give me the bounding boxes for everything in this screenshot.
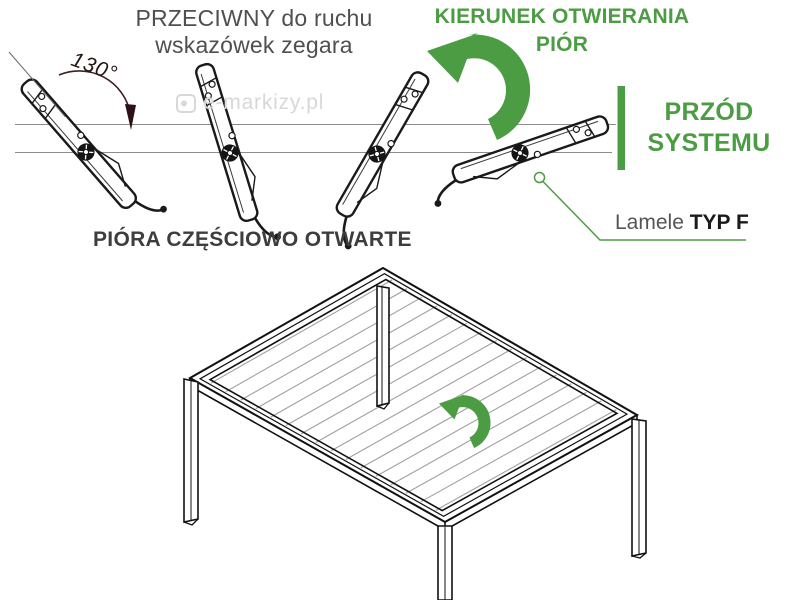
title-opening-direction-line1: KIERUNEK OTWIERANIA	[434, 5, 690, 28]
watermark-text: e-markizy.pl	[203, 91, 325, 114]
angle-arc	[58, 70, 136, 130]
pergola-frame	[183, 266, 647, 600]
pergola-back-post	[376, 285, 390, 410]
title-counterclockwise-line2: wskazówek zegara	[155, 32, 353, 58]
roof-louvers	[210, 279, 617, 511]
slat-cross-section-open-107	[193, 56, 284, 251]
front-system-label-line2: SYSTEMU	[647, 129, 771, 157]
slat-type-label: Lamele TYP F	[615, 211, 749, 235]
front-system-label-line1: PRZÓD	[664, 98, 754, 126]
title-opening-direction-line2: PIÓR	[535, 33, 589, 56]
title-counterclockwise: PRZECIWNY do ruchu wskazówek zegara	[118, 5, 390, 59]
slat-cross-section-closed	[423, 113, 617, 210]
pergola-front-leg	[437, 525, 453, 600]
slat-type-label-prefix: Lamele	[615, 211, 690, 234]
slat-cross-section-open-130	[8, 51, 170, 233]
slat-type-label-type: TYP F	[689, 211, 749, 234]
watermark: e-markizy.pl	[175, 91, 324, 115]
slat-type-leader-line	[533, 171, 746, 241]
title-counterclockwise-line1: PRZECIWNY do ruchu	[135, 5, 373, 31]
front-system-bar	[617, 86, 625, 170]
title-opening-direction: KIERUNEK OTWIERANIA PIÓR	[428, 3, 696, 59]
slat-cross-section-open-60	[319, 68, 446, 252]
front-system-label: PRZÓD SYSTEMU	[640, 97, 778, 159]
slats-state-label: PIÓRA CZĘŚCIOWO OTWARTE	[93, 228, 412, 251]
pergola-left-leg	[183, 378, 199, 526]
watermark-logo-icon	[176, 94, 196, 113]
pergola-right-leg	[631, 418, 647, 559]
roof-opening-arrow-icon	[439, 394, 491, 448]
